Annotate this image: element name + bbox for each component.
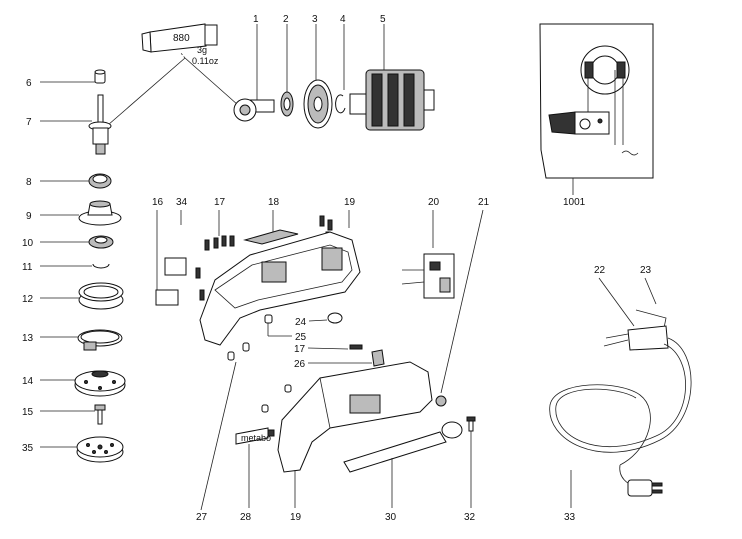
part-13-clamp <box>77 329 123 351</box>
part-33-power-cord <box>549 337 692 497</box>
brand-plate-text: metabo <box>241 433 271 443</box>
label-3: 3 <box>312 14 318 25</box>
label-17-top: 17 <box>214 197 226 208</box>
label-33: 33 <box>564 512 576 523</box>
part-7-spindle <box>88 94 112 155</box>
part-1001-wiring-diagram <box>539 23 654 179</box>
label-34: 34 <box>176 197 188 208</box>
grease-tube: 880 <box>141 23 218 53</box>
part-24-ring <box>327 312 343 324</box>
part-28-nameplate: metabo <box>235 427 271 445</box>
label-19-bottom: 19 <box>290 512 302 523</box>
part-12-ring <box>78 282 124 310</box>
label-26: 26 <box>294 359 306 370</box>
part-11-circlip <box>92 263 110 269</box>
part-5-armature <box>349 69 435 131</box>
label-25: 25 <box>295 332 307 343</box>
part-27-bushing <box>227 351 235 361</box>
part-8-bearing <box>88 173 112 189</box>
label-8: 8 <box>26 177 32 188</box>
label-4: 4 <box>340 14 346 25</box>
label-22: 22 <box>594 265 606 276</box>
part-16-label <box>164 257 187 276</box>
label-17-mid: 17 <box>294 344 306 355</box>
label-21: 21 <box>478 197 490 208</box>
part-17-screw <box>349 344 363 350</box>
part-34-label <box>155 289 179 306</box>
label-12: 12 <box>22 294 34 305</box>
part-32-screw <box>466 416 476 432</box>
grease-amount: 3g <box>197 45 207 55</box>
part-22-cable-guard <box>603 325 669 351</box>
grease-amount-oz: 0.11oz <box>192 56 219 66</box>
part-4-retaining-ring <box>335 94 346 114</box>
label-20: 20 <box>428 197 440 208</box>
part-3-gear-wheel <box>303 79 333 129</box>
part-18-plate <box>243 229 299 245</box>
label-27: 27 <box>196 512 208 523</box>
label-16: 16 <box>152 197 164 208</box>
label-7: 7 <box>26 117 32 128</box>
part-14-pad <box>74 370 126 397</box>
label-23: 23 <box>640 265 652 276</box>
part-17-screws <box>195 215 333 301</box>
part-35-sanding-pad <box>76 436 124 463</box>
label-24: 24 <box>295 317 307 328</box>
part-9-flange <box>78 200 122 226</box>
label-28: 28 <box>240 512 252 523</box>
label-13: 13 <box>22 333 34 344</box>
label-2: 2 <box>283 14 289 25</box>
part-6-bushing <box>94 69 106 84</box>
part-19-housing-cover <box>261 361 433 473</box>
part-25-bushing <box>264 314 273 324</box>
part-19-housing-half <box>199 231 361 346</box>
part-23-hex-key <box>635 309 667 329</box>
label-10: 10 <box>22 238 34 249</box>
label-11: 11 <box>22 262 33 273</box>
label-32: 32 <box>464 512 476 523</box>
label-1: 1 <box>253 14 259 25</box>
part-1-pinion <box>233 98 275 122</box>
part-26-lever <box>371 349 385 367</box>
label-35: 35 <box>22 443 34 454</box>
part-20-switch <box>401 253 455 299</box>
part-15-screw <box>94 404 106 425</box>
label-18: 18 <box>268 197 280 208</box>
label-5: 5 <box>380 14 386 25</box>
label-9: 9 <box>26 211 32 222</box>
part-10-bearing <box>88 235 114 249</box>
label-6: 6 <box>26 78 32 89</box>
label-15: 15 <box>22 407 34 418</box>
part-30-dust-nozzle <box>343 421 463 473</box>
part-2-washer <box>280 91 294 117</box>
label-30: 30 <box>385 512 397 523</box>
tube-label: 880 <box>173 33 190 44</box>
label-19-top: 19 <box>344 197 356 208</box>
label-14: 14 <box>22 376 34 387</box>
part-21-nut <box>435 395 447 407</box>
label-1001: 1001 <box>563 197 586 208</box>
